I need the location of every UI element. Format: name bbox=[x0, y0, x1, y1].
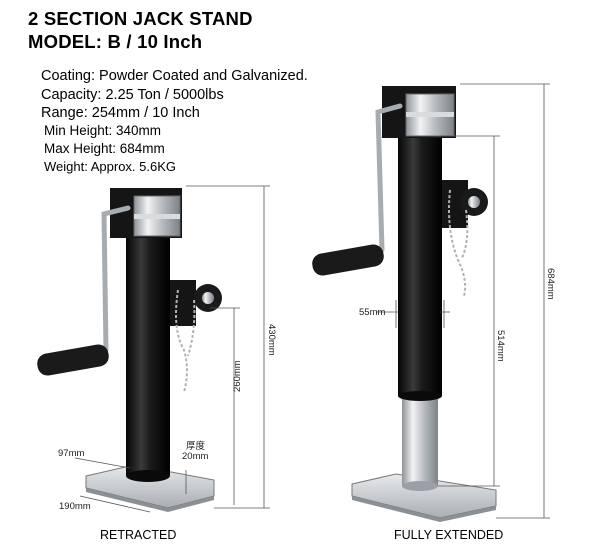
dim-extended-inner: 514mm bbox=[495, 330, 506, 362]
dim-thickness-label: 厚度 bbox=[186, 441, 206, 452]
caption-extended: FULLY EXTENDED bbox=[394, 528, 504, 542]
dim-retracted-height: 430mm bbox=[266, 324, 277, 356]
dim-base-length: 190mm bbox=[59, 501, 91, 512]
dim-extended-height: 684mm bbox=[545, 268, 556, 300]
spec-coating: Coating: Powder Coated and Galvanized. bbox=[41, 68, 308, 84]
extended-dimension-lines bbox=[376, 83, 550, 519]
product-title: 2 SECTION JACK STAND bbox=[28, 8, 253, 29]
spec-capacity: Capacity: 2.25 Ton / 5000lbs bbox=[41, 87, 224, 103]
retracted-dimension-lines bbox=[74, 185, 270, 513]
spec-range: Range: 254mm / 10 Inch bbox=[41, 105, 200, 121]
dim-retracted-side: 260mm bbox=[232, 360, 243, 392]
dim-thickness: 20mm bbox=[182, 451, 209, 462]
spec-max-height: Max Height: 684mm bbox=[44, 141, 165, 156]
dim-base-width: 97mm bbox=[58, 448, 85, 459]
retracted-jack bbox=[37, 188, 222, 512]
extended-jack bbox=[312, 86, 497, 522]
spec-min-height: Min Height: 340mm bbox=[44, 123, 162, 138]
spec-weight: Weight: Approx. 5.6KG bbox=[44, 159, 176, 174]
model-title: MODEL: B / 10 Inch bbox=[28, 31, 203, 52]
caption-retracted: RETRACTED bbox=[100, 528, 177, 542]
dim-tube-diameter: 55mm bbox=[359, 307, 386, 318]
